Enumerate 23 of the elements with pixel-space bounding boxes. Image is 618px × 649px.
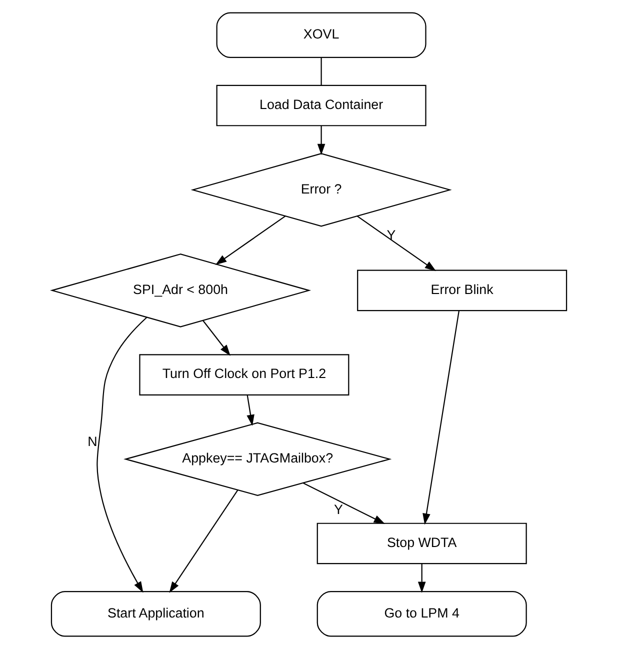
arrow xyxy=(317,126,326,156)
arrow xyxy=(246,394,254,426)
arrow xyxy=(356,216,436,272)
node-box: Load Data Container xyxy=(216,84,426,126)
edge-label: N xyxy=(88,434,98,449)
edge-label: Y xyxy=(386,228,396,242)
node-box: Error Blink xyxy=(357,270,568,312)
arrow xyxy=(169,490,238,593)
node-box: Go to LPM 4 xyxy=(316,590,527,637)
arrow xyxy=(215,216,286,265)
edge-label: Y xyxy=(334,502,343,517)
node-box: XOVL xyxy=(216,12,426,58)
arrow xyxy=(202,320,230,356)
arrow xyxy=(303,482,386,524)
node-diamond: Error ? xyxy=(190,152,452,227)
arrow xyxy=(96,316,148,593)
node-box: Start Application xyxy=(50,590,261,637)
node-diamond: Appkey== JTAGMailbox? xyxy=(124,422,392,496)
arrow xyxy=(418,564,426,593)
connector xyxy=(320,58,322,86)
node-box: Turn Off Clock on Port P1.2 xyxy=(139,354,350,396)
arrow xyxy=(422,310,460,525)
node-box: Stop WDTA xyxy=(316,522,527,564)
